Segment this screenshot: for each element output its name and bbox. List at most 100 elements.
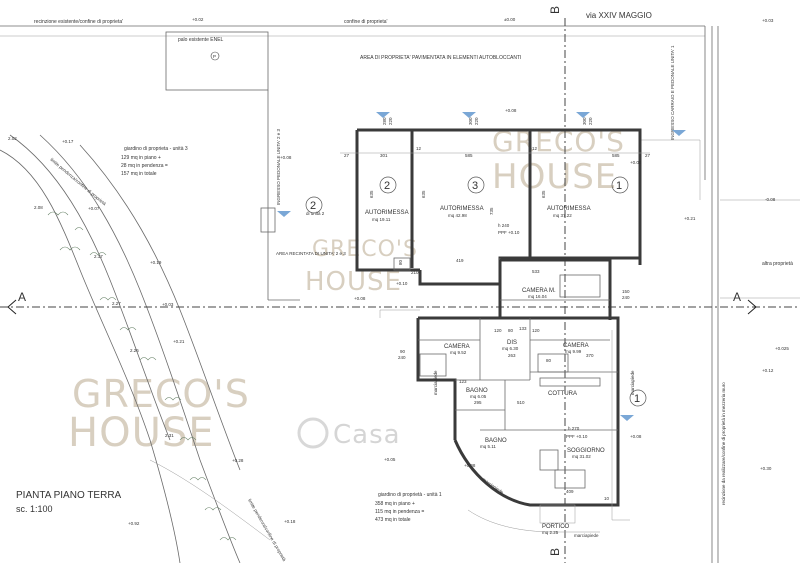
dim-409: 409 [566, 489, 574, 494]
dim-80-c: 80 [546, 358, 552, 363]
label-h240: h 240 [498, 223, 510, 228]
room-camera-b-area: mq 9.99 [565, 349, 582, 354]
light-markers [260, 112, 686, 421]
label-marciapiede-bottom: marciapiede [481, 477, 504, 495]
garage-1-label: AUTORIMESSA [547, 206, 591, 212]
level-202: 2.02 [8, 136, 17, 141]
level-top-mid: ±0.00 [504, 17, 516, 22]
watermark-casa: Casa [333, 420, 401, 450]
label-enel-pole: palo esistente ENEL [178, 37, 224, 43]
room-camera-m: CAMERA M. [522, 288, 556, 294]
dim-585-a: 585 [465, 153, 473, 158]
room-cottura: COTTURA [548, 391, 577, 397]
level-030: +0.30 [760, 466, 772, 471]
room-camera-a: CAMERA [444, 344, 470, 350]
label-right-fence: recinzione da realizzare/confine di prop… [721, 382, 726, 505]
dim-150: 150 [622, 289, 630, 294]
garage-3-label: AUTORIMESSA [440, 206, 484, 212]
dim-27-b: 27 [645, 153, 651, 158]
level-008-c: +0.08 [354, 296, 366, 301]
watermark-brand-left-sub: HOUSE [68, 410, 215, 456]
level-neg008: -0.08 [765, 197, 776, 202]
level-028: +0.28 [232, 458, 244, 463]
label-street: via XXIV MAGGIO [586, 11, 652, 20]
unit-3-number: 3 [472, 180, 478, 192]
dim-240: 240 [622, 295, 630, 300]
room-dis-area: mq 6.30 [502, 346, 519, 351]
dim-419: 419 [456, 258, 464, 263]
unit-1-icon [611, 176, 629, 194]
site-boundaries [0, 25, 800, 563]
room-soggiorno-area: mq 31.02 [572, 454, 591, 459]
level-010: +0.10 [396, 281, 408, 286]
label-marciapiede-right: marciapiede [630, 370, 635, 395]
enel-area [165, 31, 269, 91]
unit-1-house-number: 1 [634, 393, 640, 405]
section-b-top: B [548, 6, 562, 14]
garden-unit3-title: giardino di proprieta - unità 3 [124, 146, 188, 152]
level-227: 2.27 [112, 301, 121, 306]
unit-2-small-icon [305, 196, 323, 214]
dim-510: 510 [517, 400, 525, 405]
title-block: PIANTA PIANO TERRA sc. 1:100 [16, 490, 122, 514]
dim-240-b: 240 [398, 355, 406, 360]
section-a-right: A [733, 290, 741, 304]
light-icon [576, 112, 590, 118]
level-226: 2.26 [130, 348, 139, 353]
garage-2-label: AUTORIMESSA [365, 210, 409, 216]
title-main: PIANTA PIANO TERRA [16, 490, 122, 501]
level-markers: +0.02 ±0.00 +0.03 +0.17 +0.08 +0.08 +0.0… [8, 17, 789, 526]
dim-220-a: 220 [388, 117, 393, 125]
gate-icon [260, 207, 276, 233]
dim-12-a: 12 [416, 146, 422, 151]
top-labels: recinzione esistente/confine di propriet… [34, 11, 793, 505]
level-008-e: +0.08 [630, 434, 642, 439]
room-dis: DIS [507, 340, 517, 346]
dim-90-a: 90 [400, 349, 406, 354]
room-camera-b: CAMERA [563, 343, 589, 349]
dim-300-a: 300 [468, 117, 473, 125]
garage-3-area: mq 42.98 [448, 213, 467, 218]
label-h270: h 270 [568, 426, 580, 431]
unit-2-icon [379, 176, 397, 194]
level-018: +0.18 [284, 519, 296, 524]
dim-27-a: 27 [344, 153, 350, 158]
garage-labels: AUTORIMESSA mq 19.11 AUTORIMESSA mq 42.9… [365, 206, 591, 222]
watermark-casa-icon [297, 417, 329, 449]
room-portico-area: mq 2.25 [542, 530, 559, 535]
light-icon [462, 112, 476, 118]
parking-icon [210, 51, 220, 61]
dim-280-a: 280 [382, 117, 387, 125]
label-fence-existing: recinzione esistente/confine di propriet… [34, 19, 123, 25]
level-019: +0.19 [150, 260, 162, 265]
dim-80-b: 80 [508, 328, 514, 333]
section-markers: A A B B [18, 6, 741, 556]
label-ppf-010: PPF +0.10 [498, 230, 520, 235]
garden-unit1-line3: 473 mq in totale [375, 517, 411, 523]
garden-unit3-line2: 28 mq in pendenza = [121, 163, 168, 169]
garage-1-area: mq 37.22 [553, 213, 572, 218]
dim-220-c: 220 [588, 117, 593, 125]
slope-label-top: limite pendenza/confine di proprietà [49, 157, 107, 207]
dim-301: 301 [380, 153, 388, 158]
level-008-f: +0.08 [630, 160, 642, 165]
level-top-left: +0.02 [192, 17, 204, 22]
level-005: +0.05 [384, 457, 396, 462]
dim-585-b: 585 [612, 153, 620, 158]
garage-2-area: mq 19.11 [372, 217, 391, 222]
garden-unit3-line3: 157 mq in totale [121, 171, 157, 177]
watermark-brand-mid-sub: HOUSE [305, 267, 402, 297]
dim-12-b: 12 [532, 146, 538, 151]
label-vehicle-entrance: INGRESSO CARRAIO E PEDONALE UNITA' 1 [670, 45, 675, 140]
level-092: +0.92 [128, 521, 140, 526]
unit-markers: 2 3 1 2 1 [305, 176, 647, 407]
light-icon [376, 112, 390, 118]
label-altra-proprieta: altra proprietà [762, 261, 793, 267]
level-008-d: +0.08 [464, 463, 476, 468]
section-lines [0, 18, 800, 563]
unit-3-icon [467, 176, 485, 194]
dim-635-a: 635 [369, 190, 374, 198]
label-paved-area: AREA DI PROPRIETA' PAVIMENTATA IN ELEMEN… [360, 55, 521, 61]
slope-label-bottom: limite pendenza/confine di proprietà [247, 498, 287, 562]
